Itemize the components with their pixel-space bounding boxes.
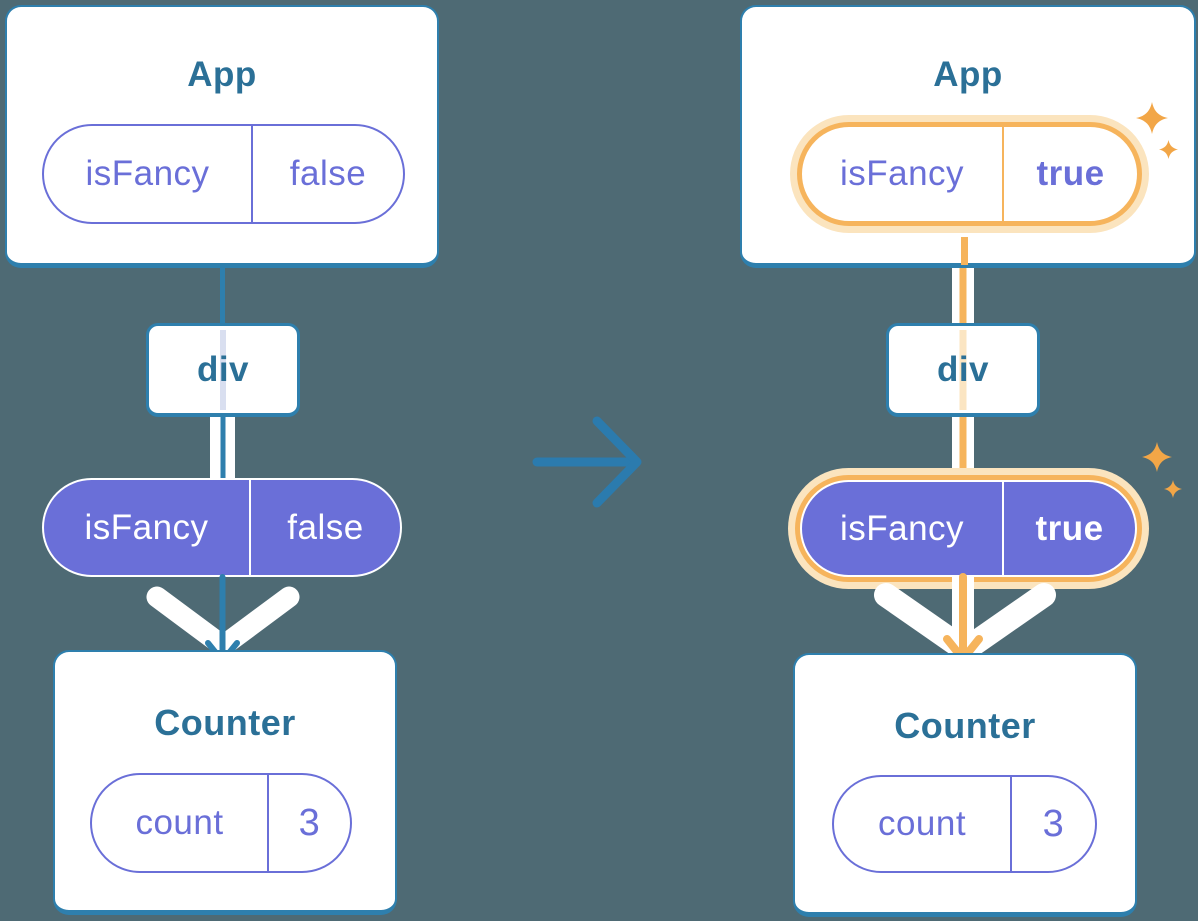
connector-stub: [961, 237, 968, 265]
prop-value: false: [249, 480, 400, 575]
state-name: count: [135, 803, 224, 842]
sparkle-icon: [1159, 140, 1178, 159]
prop-pill-app-right: isFancy true: [797, 122, 1142, 226]
connector-div-pill-left: [210, 417, 235, 479]
prop-name: isFancy: [84, 507, 209, 547]
prop-value: true: [1002, 482, 1135, 575]
state-pill-left: count 3: [90, 773, 352, 873]
state-name: count: [877, 804, 967, 843]
component-title: App: [933, 55, 1003, 94]
prop-value: false: [251, 126, 403, 222]
prop-pill-passed-right: isFancy true: [800, 480, 1137, 577]
component-title: App: [187, 55, 257, 94]
div-box-right: div: [886, 323, 1040, 417]
sparkle-icon: [1136, 102, 1168, 134]
prop-pill-passed-left: isFancy false: [42, 478, 402, 577]
connector-app-div-left: [220, 268, 225, 323]
state-pill-right: count 3: [832, 775, 1097, 873]
app-card-right: App isFancy true: [740, 5, 1196, 268]
connector-core: [959, 268, 967, 323]
component-title: div: [196, 350, 250, 389]
sparkle-icon: [1142, 442, 1172, 472]
connector-core: [220, 417, 225, 479]
app-card-left: App isFancy false: [5, 5, 439, 268]
connector-app-div-right: [952, 268, 974, 323]
prop-pill-app-left: isFancy false: [42, 124, 405, 224]
prop-value: true: [1002, 127, 1137, 221]
component-title: Counter: [894, 705, 1036, 746]
div-box-left: div: [146, 323, 300, 417]
counter-card-right: Counter count 3: [793, 653, 1137, 917]
sparkle-icon: [1164, 480, 1182, 498]
connector-div-pill-right: [952, 417, 974, 479]
state-value: 3: [267, 775, 350, 871]
pass-through-stripe: [220, 330, 226, 410]
pass-through-stripe: [959, 330, 967, 410]
transition-arrow-icon: [532, 416, 642, 508]
prop-name: isFancy: [85, 154, 210, 193]
connector-core: [959, 417, 967, 479]
component-title: Counter: [154, 702, 296, 743]
down-arrow-icon: [943, 573, 983, 663]
prop-name: isFancy: [839, 508, 965, 548]
prop-name: isFancy: [839, 154, 965, 193]
state-value: 3: [1010, 777, 1095, 871]
counter-card-left: Counter count 3: [53, 650, 397, 915]
component-title: div: [936, 350, 990, 389]
